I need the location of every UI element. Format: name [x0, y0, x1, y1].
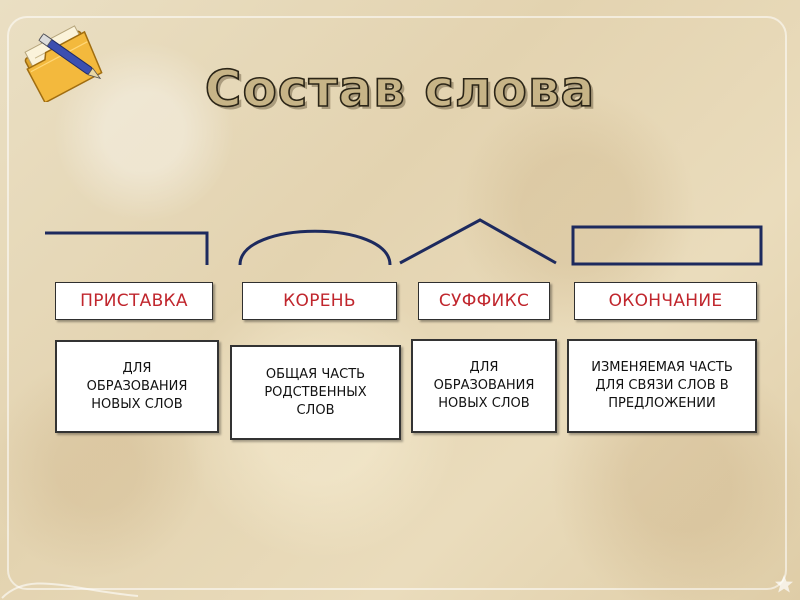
slide-title: Состав слова — [204, 59, 596, 119]
suffix-label-text: СУФФИКС — [438, 291, 530, 311]
suffix-caret-symbol — [399, 218, 557, 265]
root-label: КОРЕНЬ — [242, 282, 397, 320]
suffix-description: ДЛЯ ОБРАЗОВАНИЯ НОВЫХ СЛОВ — [411, 339, 557, 433]
ending-box-symbol — [571, 225, 763, 266]
prefix-description: ДЛЯ ОБРАЗОВАНИЯ НОВЫХ СЛОВ — [55, 340, 219, 433]
root-arc-symbol — [238, 229, 392, 266]
suffix-label: СУФФИКС — [418, 282, 550, 320]
ending-label: ОКОНЧАНИЕ — [574, 282, 757, 320]
ending-label-text: ОКОНЧАНИЕ — [608, 291, 723, 311]
prefix-label: ПРИСТАВКА — [55, 282, 213, 320]
ending-description-text: ИЗМЕНЯЕМАЯ ЧАСТЬ ДЛЯ СВЯЗИ СЛОВ В ПРЕДЛО… — [591, 360, 733, 411]
star-icon — [775, 575, 793, 593]
slide-frame — [7, 16, 787, 590]
folder-with-pen-icon — [24, 25, 103, 102]
morpheme-symbols — [45, 218, 763, 266]
root-description: ОБЩАЯ ЧАСТЬ РОДСТВЕННЫХ СЛОВ — [230, 345, 401, 440]
suffix-description-text: ДЛЯ ОБРАЗОВАНИЯ НОВЫХ СЛОВ — [433, 360, 535, 411]
prefix-label-text: ПРИСТАВКА — [80, 291, 188, 311]
corner-swirl-icon — [1, 582, 139, 599]
root-label-text: КОРЕНЬ — [283, 291, 356, 311]
prefix-bracket-symbol — [45, 231, 209, 265]
ending-description: ИЗМЕНЯЕМАЯ ЧАСТЬ ДЛЯ СВЯЗИ СЛОВ В ПРЕДЛО… — [567, 339, 757, 433]
root-description-text: ОБЩАЯ ЧАСТЬ РОДСТВЕННЫХ СЛОВ — [264, 366, 367, 418]
prefix-description-text: ДЛЯ ОБРАЗОВАНИЯ НОВЫХ СЛОВ — [86, 360, 188, 412]
